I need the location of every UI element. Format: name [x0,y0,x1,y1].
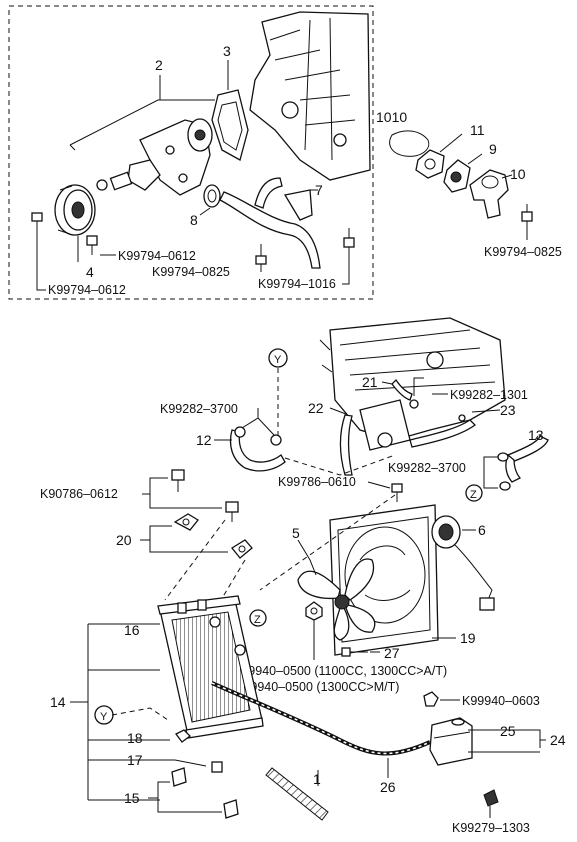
water-pump-gasket [211,89,249,161]
part-number-8: 8 [190,212,198,228]
svg-text:Y: Y [100,711,108,723]
thermostat-9 [443,159,471,193]
bracket-bolt-top [171,469,185,492]
part-number-12: 12 [196,432,212,448]
inlet-bolt [255,244,267,265]
engine-block-illustration [249,11,371,181]
code-k99940-0500: K99940–0500 (1100CC, 1300CC>A/T) [233,664,447,678]
water-inlet-pipe [219,177,321,269]
hose-clip [483,789,499,818]
marker-z-circle-right: Z [465,484,483,502]
part-number-13: 13 [528,427,544,443]
marker-y-circle-radiator: Y [94,705,114,725]
part-number-7: 7 [315,182,323,198]
part-number-15: 15 [124,790,140,806]
rubber-mount-15a [171,767,187,787]
part-number-6: 6 [478,522,486,538]
inlet-gasket [203,184,221,208]
part-number-25: 25 [500,723,516,739]
pipe-23 [409,419,476,448]
part-number-21: 21 [362,374,378,390]
part-number-27: 27 [384,645,400,661]
outlet-bolt [521,204,533,222]
code-k99282-3700-a: K99282–3700 [160,402,238,416]
part-number-26: 26 [380,779,396,795]
fan-blade [297,558,376,641]
part-number-22: 22 [308,400,324,416]
bracket-20-upper [173,513,199,531]
hose-21 [391,378,413,401]
part-number-10: 10 [510,166,526,182]
hose-12 [229,426,286,472]
fan-motor [431,515,495,611]
radiator-hose-1 [265,767,329,821]
thermostat-cover-11 [415,149,445,179]
code-k99794-0612-a: K99794–0612 [48,283,126,297]
engine-illustration [319,317,506,451]
water-pump-group-box [8,5,374,300]
bracket-20-lower [231,539,253,559]
thermostat-gasket-illustration [389,130,430,157]
code-k99940-0603: K99940–0603 [462,694,540,708]
pulley-bolt [31,212,43,232]
rubber-mount-15b [223,799,239,819]
reservoir-nut [423,691,439,707]
code-k99786-0610: K99786–0610 [278,475,356,489]
bracket-bolt-mid [225,501,239,522]
fan-nut [305,601,323,621]
svg-text:Z: Z [254,614,261,626]
part-number-3: 3 [223,43,231,59]
part-number-17: 17 [127,752,143,768]
part-number-5: 5 [292,525,300,541]
part-number-9: 9 [489,141,497,157]
code-m99940-0500: M99940–0500 (1300CC>M/T) [233,680,399,694]
part-number-20: 20 [116,532,132,548]
radiator [157,595,264,739]
part-number-16: 16 [124,622,140,638]
water-pump-pulley [54,184,96,236]
part-number-23: 23 [500,402,516,418]
part-number-18: 18 [127,730,143,746]
part-number-19: 19 [460,630,476,646]
water-pump [96,118,213,196]
part-number-14: 14 [50,694,66,710]
fan-bolt [391,483,403,502]
pump-bolt [86,235,98,255]
part-number-4: 4 [86,264,94,280]
mount-17 [211,761,223,773]
part-number-24: 24 [550,732,566,748]
part-number-1: 1 [313,771,321,787]
marker-z-circle-radiator: Z [249,609,267,627]
code-k99282-1301: K99282–1301 [450,388,528,402]
svg-text:Z: Z [470,489,477,501]
code-k99794-0825-a: K99794–0825 [152,265,230,279]
hose-13 [505,435,549,483]
code-k99794-0612-b: K99794–0612 [118,249,196,263]
pipe-bolt [343,228,355,248]
drain-plug [175,729,191,743]
svg-text:Y: Y [274,354,282,366]
water-outlet-10 [469,169,509,219]
code-k99794-0825-b: K99794–0825 [484,245,562,259]
part-number-1010: 1010 [376,109,407,125]
part-number-11: 11 [470,122,485,138]
part-number-2: 2 [155,57,163,73]
code-k99279-1303: K99279–1303 [452,821,530,835]
marker-y-circle-top: Y [268,348,288,368]
shroud-bolt [341,647,368,657]
code-k90786-0612: K90786–0612 [40,487,118,501]
coolant-reservoir [429,717,473,766]
code-k99794-1016: K99794–1016 [258,277,336,291]
hose-22 [339,414,353,476]
code-k99282-3700-b: K99282–3700 [388,461,466,475]
